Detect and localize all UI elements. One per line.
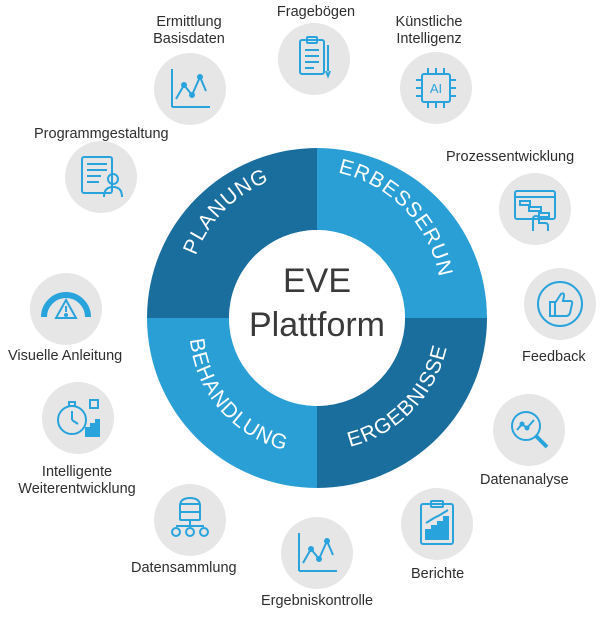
- ai-chip-icon: AI: [416, 68, 456, 108]
- database-users-icon: [171, 496, 209, 537]
- item-datensammlung: [154, 484, 226, 556]
- item-feedback: [524, 268, 596, 340]
- thumbs-up-icon: [537, 281, 583, 327]
- center-title-line2: Plattform: [249, 306, 385, 344]
- item-prozess: [499, 173, 571, 245]
- item-visuelle: [30, 273, 102, 345]
- label-prozess: Prozessentwicklung: [446, 149, 575, 165]
- label-ermittlung: Ermittlung Basisdaten: [153, 14, 225, 48]
- item-datenanalyse: [493, 394, 565, 466]
- center-title-line1: EVE: [283, 262, 351, 300]
- item-ergebniskontrolle: [281, 517, 353, 589]
- label-ergebniskontrolle: Ergebniskontrolle: [260, 593, 374, 609]
- label-datenanalyse: Datenanalyse: [480, 472, 569, 488]
- label-ermittlung-line2: Basisdaten: [153, 31, 225, 47]
- item-ermittlung: [154, 53, 226, 125]
- item-berichte: [401, 488, 473, 560]
- label-intelligente-line2: Weiterentwicklung: [18, 481, 136, 497]
- item-fragebogen: [278, 23, 350, 95]
- label-ki-line2: Intelligenz: [396, 31, 462, 47]
- item-ki: AI: [400, 52, 472, 124]
- label-intelligente: Intelligente Weiterentwicklung: [18, 464, 135, 498]
- clipboard-icon: [299, 36, 331, 79]
- label-ki-line1: Künstliche: [395, 14, 463, 30]
- segment-verbesserung: [317, 148, 487, 318]
- label-programm: Programmgestaltung: [34, 126, 169, 142]
- process-screen-icon: [514, 190, 556, 231]
- label-berichte: Berichte: [411, 566, 465, 582]
- item-intelligente: [42, 382, 114, 454]
- label-fragebogen: Fragebögen: [276, 4, 356, 20]
- label-intelligente-line1: Intelligente: [41, 464, 113, 480]
- ring-segments: [147, 148, 487, 488]
- ai-chip-text: AI: [430, 81, 442, 96]
- segment-behandlung: [147, 318, 317, 488]
- line-chart-icon: [298, 533, 337, 572]
- segment-ergebnisse: [317, 318, 487, 488]
- label-visuelle: Visuelle Anleitung: [8, 348, 123, 364]
- magnifier-chart-icon: [511, 411, 549, 449]
- label-feedback: Feedback: [522, 349, 586, 365]
- gauge-warning-icon: [41, 292, 91, 319]
- report-chart-icon: [420, 500, 454, 545]
- label-ki: Künstliche Intelligenz: [396, 14, 463, 48]
- center-disc: [229, 230, 405, 406]
- line-chart-icon: [171, 69, 210, 108]
- label-datensammlung: Datensammlung: [131, 560, 237, 576]
- label-ermittlung-line1: Ermittlung: [156, 14, 222, 30]
- segment-planung: [147, 148, 317, 318]
- document-person-icon: [81, 156, 123, 198]
- stopwatch-growth-icon: [57, 399, 100, 437]
- item-programm: [65, 141, 137, 213]
